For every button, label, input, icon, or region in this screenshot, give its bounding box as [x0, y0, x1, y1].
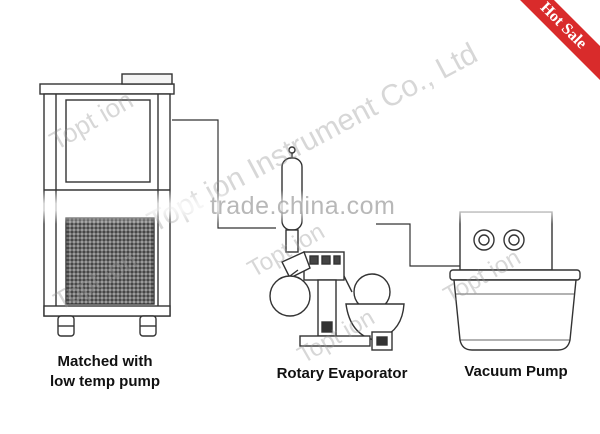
pump-label: Vacuum Pump: [464, 363, 568, 380]
rotary-evaporator: [269, 146, 405, 351]
chiller-unit: [39, 73, 175, 337]
evaporator-label: Rotary Evaporator: [276, 365, 408, 382]
site-watermark: trade.china.com: [210, 192, 396, 220]
chiller-label-line1: Matched with: [57, 353, 153, 370]
coolant-line: [172, 119, 276, 229]
chiller-label-line2: low temp pump: [50, 373, 160, 390]
vacuum-pump: [449, 211, 581, 351]
vacuum-line: [376, 223, 464, 267]
